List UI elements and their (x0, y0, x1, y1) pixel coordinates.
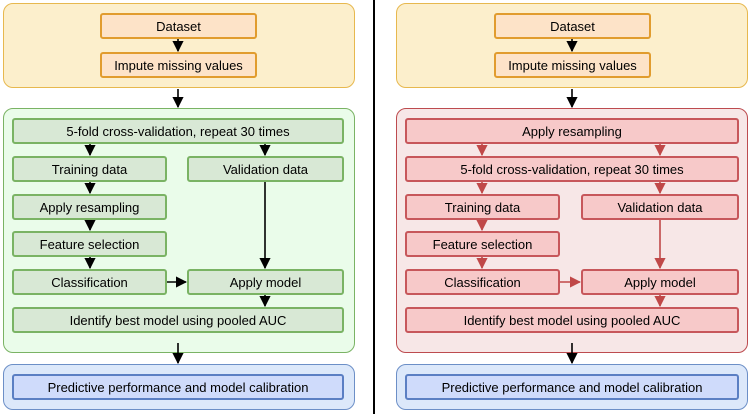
right-red-arrows (476, 144, 666, 308)
left-dataset-box: Dataset (100, 13, 257, 39)
right-classification-box: Classification (405, 269, 560, 295)
right-impute-box: Impute missing values (494, 52, 651, 78)
right-resampling-box: Apply resampling (405, 118, 739, 144)
left-arrows (84, 39, 271, 365)
left-training-box: Training data (12, 156, 167, 182)
right-cv-box: 5-fold cross-validation, repeat 30 times (405, 156, 739, 182)
left-validation-box: Validation data (187, 156, 344, 182)
left-cv-box: 5-fold cross-validation, repeat 30 times (12, 118, 344, 144)
right-validation-box: Validation data (581, 194, 739, 220)
left-performance-box: Predictive performance and model calibra… (12, 374, 344, 400)
left-resampling-box: Apply resampling (12, 194, 167, 220)
left-feature-selection-box: Feature selection (12, 231, 167, 257)
left-impute-box: Impute missing values (100, 52, 257, 78)
left-classification-box: Classification (12, 269, 167, 295)
right-best-model-box: Identify best model using pooled AUC (405, 307, 739, 333)
right-performance-box: Predictive performance and model calibra… (405, 374, 739, 400)
right-dataset-box: Dataset (494, 13, 651, 39)
left-best-model-box: Identify best model using pooled AUC (12, 307, 344, 333)
left-apply-model-box: Apply model (187, 269, 344, 295)
right-feature-selection-box: Feature selection (405, 231, 560, 257)
right-training-box: Training data (405, 194, 560, 220)
right-apply-model-box: Apply model (581, 269, 739, 295)
